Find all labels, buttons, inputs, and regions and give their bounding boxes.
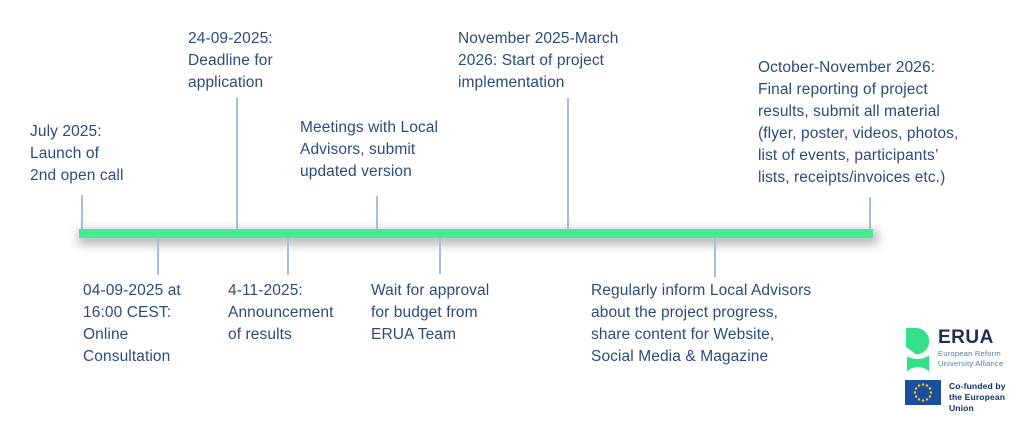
event-label-regular-updates: Regularly inform Local Advisors about th… — [591, 282, 812, 365]
tick-application-deadline — [236, 98, 238, 229]
event-label-results-announcement: 4-11-2025: Announcement of results — [228, 282, 334, 343]
tick-project-implementation — [567, 98, 569, 229]
tick-online-consultation — [157, 238, 159, 275]
eu-cofunded-label: Co-funded by the European Union — [949, 381, 1006, 413]
tick-july-2025 — [81, 195, 83, 229]
tick-final-reporting — [869, 197, 871, 229]
erua-logo: ERUA European Reform University Alliance — [905, 328, 1003, 377]
event-label-budget-approval: Wait for approval for budget from ERUA T… — [371, 282, 490, 343]
event-label-final-reporting: October-November 2026: Final reporting o… — [758, 59, 959, 186]
tick-local-advisor-meetings — [376, 196, 378, 229]
event-label-application-deadline: 24-09-2025: Deadline for application — [188, 30, 273, 91]
event-label-project-implementation: November 2025-March 2026: Start of proje… — [458, 30, 619, 91]
event-label-online-consultation: 04-09-2025 at 16:00 CEST: Online Consult… — [83, 282, 181, 365]
erua-wordmark: ERUA — [938, 327, 994, 348]
tick-results-announcement — [287, 238, 289, 275]
erua-subtitle: European Reform University Alliance — [938, 349, 1004, 368]
tick-regular-updates — [714, 238, 716, 277]
event-label-july-2025: July 2025: Launch of 2nd open call — [30, 123, 124, 184]
event-label-local-advisor-meetings: Meetings with Local Advisors, submit upd… — [300, 119, 439, 180]
timeline-bar — [79, 229, 873, 238]
erua-glyph-icon — [905, 328, 932, 377]
eu-cofunded-block: Co-funded by the European Union — [905, 380, 1024, 414]
tick-budget-approval — [439, 238, 441, 274]
eu-flag-icon — [905, 380, 941, 410]
